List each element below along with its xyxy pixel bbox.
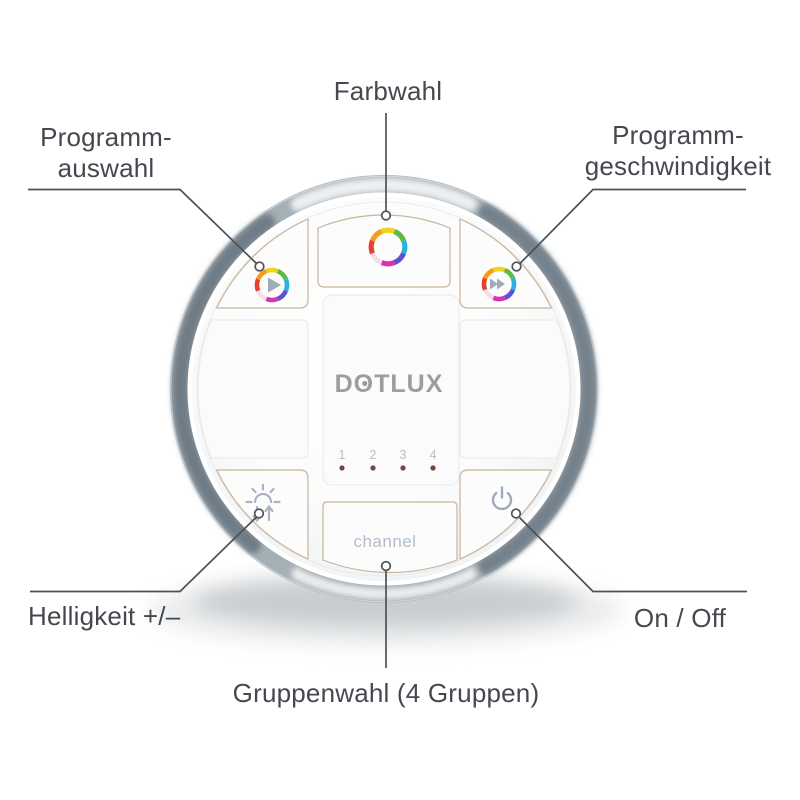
leader-lines [28, 113, 747, 668]
programmgeschwindigkeit-label: Programm- geschwindigkeit [556, 120, 800, 181]
right-blank-panel [459, 319, 571, 459]
gruppenwahl-label-text: Gruppenwahl (4 Gruppen) [232, 678, 540, 708]
dotlux-logo: DOTLUX [335, 370, 444, 398]
onoff-leader-line [518, 516, 747, 593]
programmauswahl-label: Programm- auswahl [6, 122, 206, 183]
channel-number-2: 2 [370, 448, 377, 462]
channel-led-1 [339, 465, 345, 471]
channel-indicators: 1 2 3 4 [339, 448, 437, 471]
gruppenwahl-marker-dot [380, 560, 392, 572]
power-icon [491, 486, 513, 511]
gruppenwahl-label: Gruppenwahl (4 Gruppen) [185, 678, 587, 709]
channel-number-4: 4 [430, 448, 437, 462]
channel-button [322, 501, 458, 574]
helligkeit-leader-line [30, 516, 257, 593]
onoff-label-text: On / Off [633, 603, 727, 633]
farbwahl-marker-dot [380, 210, 392, 221]
play-icon [257, 270, 287, 300]
color-button [317, 214, 451, 288]
channel-led-3 [400, 465, 406, 471]
channel-led-2 [370, 465, 376, 471]
center-panel [322, 294, 460, 486]
programmauswahl-line2: auswahl [57, 152, 155, 183]
fast-forward-icon [484, 269, 514, 299]
channel-number-1: 1 [339, 448, 346, 462]
onoff-marker-dot [510, 508, 522, 519]
farbwahl-label-text: Farbwahl [333, 76, 443, 106]
programmauswahl-leader-line [28, 188, 258, 265]
power-button [459, 469, 553, 560]
onoff-label: On / Off [585, 603, 775, 634]
helligkeit-label-text: Helligkeit +/– [28, 601, 181, 631]
programmgeschwindigkeit-line1: Programm- [612, 120, 744, 150]
channel-led-4 [430, 465, 436, 471]
programmauswahl-line1: Programm- [40, 122, 172, 152]
channel-number-3: 3 [400, 448, 407, 462]
channel-button-label: channel [353, 532, 416, 551]
left-blank-panel [197, 319, 309, 459]
chrome-rim-shading [172, 178, 597, 600]
programmgeschwindigkeit-marker-dot [511, 261, 522, 272]
helligkeit-marker-dot [253, 508, 265, 519]
helligkeit-label: Helligkeit +/– [28, 601, 248, 632]
programmgeschwindigkeit-leader-line [519, 188, 746, 265]
farbwahl-label: Farbwahl [288, 76, 488, 107]
logo-o-dot [362, 380, 368, 387]
programmauswahl-marker-dot [254, 261, 265, 272]
programmgeschwindigkeit-line2: geschwindigkeit [584, 150, 772, 181]
